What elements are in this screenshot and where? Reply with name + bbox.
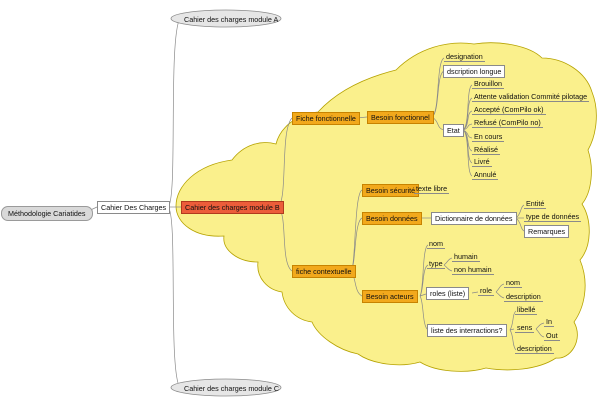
module-b-node[interactable]: Cahier des charges module B [181, 201, 284, 215]
main-node[interactable]: Cahier Des Charges [97, 201, 171, 215]
fiche-fonctionnelle-node[interactable]: Fiche fonctionnelle [292, 112, 360, 126]
entite-node[interactable]: Entité [524, 199, 547, 210]
description-longue-node[interactable]: dscription longue [443, 65, 506, 79]
role-node[interactable]: role [478, 286, 494, 297]
dictionnaire-node[interactable]: Dictionnaire de données [431, 212, 517, 226]
role-nom-node[interactable]: nom [504, 278, 522, 289]
module-a-node[interactable]: Cahier des charges module A [184, 15, 279, 24]
remarques-node[interactable]: Remarques [524, 225, 570, 239]
sens-node[interactable]: sens [515, 323, 535, 334]
texte-libre-node[interactable]: texte libre [414, 184, 450, 195]
besoin-fonctionnel-node[interactable]: Besoin fonctionnel [367, 111, 434, 125]
etat-value[interactable]: En cours [472, 132, 505, 143]
etat-value[interactable]: Attente validation Commité pilotage [472, 92, 590, 103]
etat-value[interactable]: Livré [472, 157, 492, 168]
interraction-description-node[interactable]: description [515, 344, 554, 355]
etat-node[interactable]: Etat [443, 124, 464, 138]
type-de-donnees-node[interactable]: type de données [524, 212, 582, 223]
acteur-nom-node[interactable]: nom [427, 239, 445, 250]
fiche-contextuelle-node[interactable]: fiche contextuelle [292, 265, 356, 279]
besoin-acteurs-node[interactable]: Besoin acteurs [362, 290, 418, 304]
module-c-node[interactable]: Cahier des charges module C [184, 384, 280, 393]
etat-value[interactable]: Annulé [472, 170, 499, 181]
module-a-bubble [170, 9, 282, 28]
module-b-cloud [175, 42, 597, 372]
besoin-donnees-node[interactable]: Besoin données [362, 212, 422, 226]
etat-value[interactable]: Accepté (ComPilo ok) [472, 105, 546, 116]
acteur-type-node[interactable]: type [427, 259, 445, 270]
besoin-securite-node[interactable]: Besoin sécurité [362, 184, 420, 198]
in-node[interactable]: In [544, 317, 554, 328]
etat-value[interactable]: Refusé (ComPilo no) [472, 118, 543, 129]
out-node[interactable]: Out [544, 331, 560, 342]
module-c-bubble [170, 378, 282, 397]
etat-value[interactable]: Brouillon [472, 79, 504, 90]
designation-node[interactable]: designation [444, 52, 485, 63]
humain-node[interactable]: humain [452, 252, 480, 263]
liste-interractions-node[interactable]: liste des interractions? [427, 324, 507, 338]
non-humain-node[interactable]: non humain [452, 265, 494, 276]
etat-value[interactable]: Réalisé [472, 145, 500, 156]
role-description-node[interactable]: description [504, 292, 543, 303]
roles-liste-node[interactable]: roles (liste) [426, 287, 470, 301]
root-node[interactable]: Méthodologie Cariatides [1, 206, 93, 222]
libelle-node[interactable]: libellé [515, 305, 538, 316]
